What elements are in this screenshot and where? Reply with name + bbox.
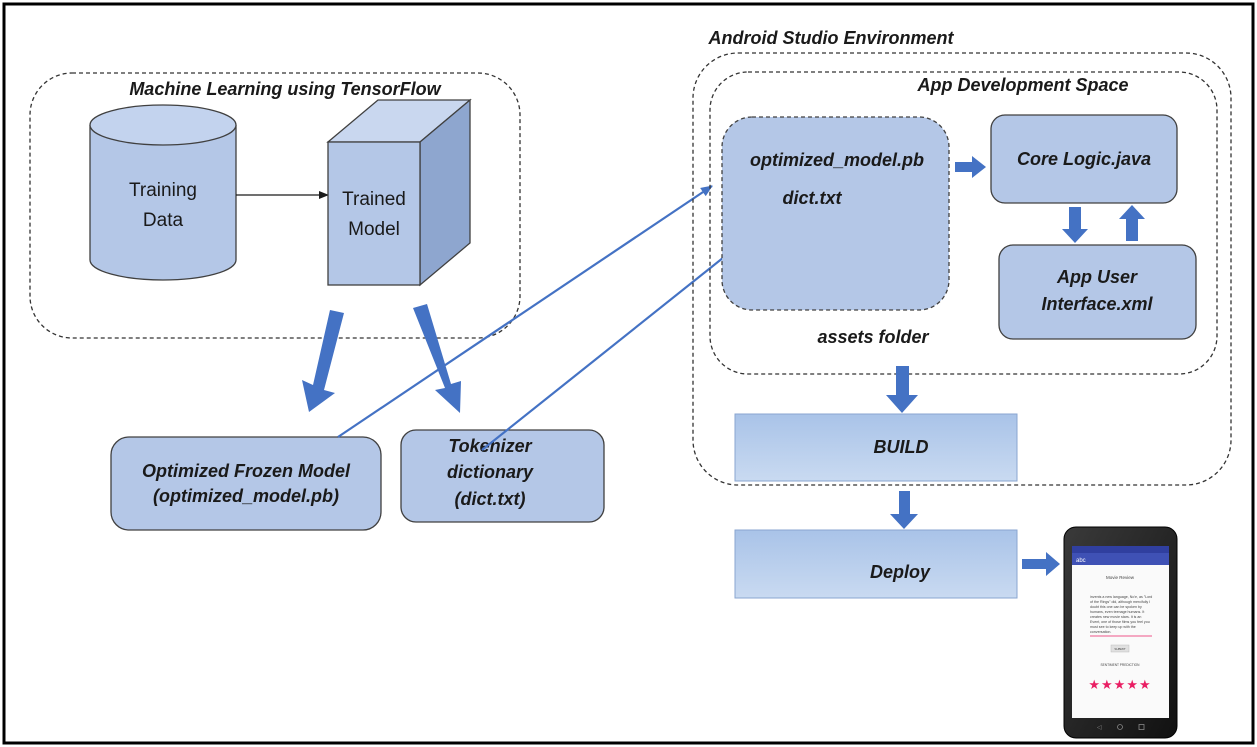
core-logic-box: Core Logic.java	[990, 114, 1178, 204]
app-dev-group-label: App Development Space	[916, 75, 1128, 95]
trained-model-cube: Trained Model	[326, 98, 472, 287]
ml-group-border	[29, 72, 521, 339]
svg-text:humans, even teenage humans. I: humans, even teenage humans. It	[1090, 610, 1144, 614]
deploy-to-phone-arrow	[1022, 552, 1060, 576]
assets-folder-label: assets folder	[817, 327, 929, 347]
app-ui-label-line2: Interface.xml	[1041, 294, 1153, 314]
app-ui-label-line1: App User	[1056, 267, 1138, 287]
phone-app-title: abc	[1076, 558, 1086, 564]
model-to-tokenizer-arrow	[413, 304, 461, 413]
core-to-ui-arrow	[1062, 207, 1088, 243]
ml-group-label: Machine Learning using TensorFlow	[129, 79, 441, 99]
assets-box: optimized_model.pb dict.txt	[721, 116, 950, 311]
phone-status-bar	[1072, 546, 1169, 553]
phone-app-bar	[1072, 553, 1169, 565]
assets-dict-file: dict.txt	[782, 188, 842, 208]
phone-submit-button[interactable]	[1110, 644, 1130, 653]
build-to-deploy-arrow	[890, 491, 918, 529]
svg-text:Event, one of those films you: Event, one of those films you feel you	[1090, 620, 1150, 624]
frozen-model-label-line2: (optimized_model.pb)	[153, 486, 339, 506]
assets-to-core-arrow	[955, 156, 986, 178]
tokenizer-label-line2: dictionary	[447, 462, 534, 482]
training-data-label-line1: Training	[129, 180, 197, 201]
core-logic-label: Core Logic.java	[1017, 149, 1151, 169]
deploy-box: Deploy	[734, 529, 1018, 599]
phone-home-icon[interactable]	[1117, 724, 1123, 730]
phone-rating-stars: ★★★★★	[1088, 678, 1151, 693]
phone-result-label: SENTIMENT PREDICTION	[1101, 663, 1141, 667]
appdev-to-build-arrow	[886, 366, 918, 413]
frozen-model-label-line1: Optimized Frozen Model	[142, 461, 351, 481]
svg-text:invents a new language, No'e,: invents a new language, No'e, as "Lord	[1090, 595, 1152, 599]
training-data-label-line2: Data	[143, 210, 184, 231]
frozen-model-box: Optimized Frozen Model (optimized_model.…	[110, 436, 382, 531]
training-data-cylinder: Training Data	[89, 104, 237, 281]
frozen-to-assets-line	[337, 185, 713, 438]
model-to-frozen-arrow	[302, 310, 344, 412]
app-ui-box: App User Interface.xml	[998, 244, 1197, 340]
svg-text:must see to keep up with the: must see to keep up with the	[1090, 625, 1136, 629]
deploy-label: Deploy	[870, 562, 931, 582]
tokenizer-label-line3: (dict.txt)	[455, 489, 526, 509]
app-dev-group-border	[709, 71, 1218, 375]
svg-text:creates new movie stars. It is: creates new movie stars. It is an	[1090, 615, 1141, 619]
phone-heading: Movie Review	[1106, 575, 1135, 580]
svg-text:doubt this one can be spoken b: doubt this one can be spoken by	[1090, 605, 1142, 609]
trained-model-label-line1: Trained	[342, 189, 406, 210]
phone-device: abc Movie Review invents a new language,…	[1063, 526, 1178, 739]
phone-back-icon[interactable]: ◁	[1097, 724, 1102, 731]
tokenizer-label-line1: Tokenizer	[448, 436, 532, 456]
ui-to-core-arrow	[1119, 205, 1145, 241]
phone-recents-icon[interactable]	[1138, 724, 1145, 730]
android-studio-group-label: Android Studio Environment	[708, 28, 955, 48]
android-studio-group-border	[692, 52, 1232, 486]
assets-model-file: optimized_model.pb	[750, 150, 924, 170]
build-box: BUILD	[734, 413, 1018, 482]
svg-text:conversation.: conversation.	[1090, 630, 1111, 634]
svg-text:of the Rings" did, although me: of the Rings" did, although mercifully I	[1090, 600, 1150, 604]
phone-review-text: invents a new language, No'e, as "Lord o…	[1090, 595, 1152, 634]
tokenizer-box: Tokenizer dictionary (dict.txt)	[400, 429, 605, 523]
phone-submit-label: SUBMIT	[1114, 647, 1126, 651]
tokenizer-to-assets-line	[481, 221, 769, 451]
trained-model-label-line2: Model	[348, 219, 400, 240]
build-label: BUILD	[874, 437, 929, 457]
